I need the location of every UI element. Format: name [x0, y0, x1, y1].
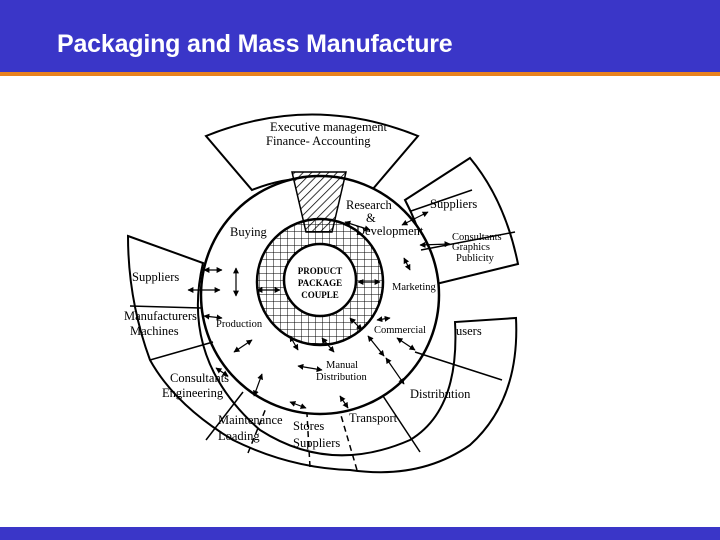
core-label-3: COUPLE: [301, 290, 339, 300]
label-maintenance: Maintenance: [218, 413, 283, 427]
label-research-1: Research: [346, 198, 393, 212]
label-manual-1: Manual: [326, 360, 358, 371]
label-buying: Buying: [230, 225, 268, 239]
label-transport: Transport: [349, 411, 398, 425]
flow-arrows: [187, 211, 451, 409]
label-research-2: &: [366, 211, 376, 225]
label-manual-2: Distribution: [316, 372, 368, 383]
label-consultants-eng-2: Engineering: [162, 386, 224, 400]
label-stores-suppliers: Suppliers: [293, 436, 340, 450]
title-bar: [0, 0, 720, 72]
label-consultants-graphics-2: Graphics: [452, 242, 490, 253]
label-machines: Machines: [130, 324, 179, 338]
label-stores: Stores: [293, 419, 324, 433]
core-label-1: PRODUCT: [298, 266, 343, 276]
outer-dividers: [129, 189, 516, 471]
label-consultants-graphics-1: Consultants: [452, 232, 502, 243]
label-distribution: Distribution: [410, 387, 471, 401]
label-consultants-graphics-3: Publicity: [456, 253, 495, 264]
core-inner: [282, 242, 358, 318]
label-manufacturers: Manufacturers: [124, 309, 197, 323]
label-executive-2: Finance- Accounting: [266, 134, 371, 148]
label-marketing: Marketing: [392, 282, 436, 293]
label-users: users: [456, 324, 482, 338]
label-executive-1: Executive management: [270, 120, 387, 134]
label-commercial: Commercial: [374, 325, 426, 336]
label-production: Production: [216, 319, 263, 330]
label-loading: Loading: [218, 429, 260, 443]
footer-bar: [0, 527, 720, 540]
label-consultants-eng-1: Consultants: [170, 371, 229, 385]
core-label-2: PACKAGE: [298, 278, 342, 288]
label-suppliers-top: Suppliers: [430, 197, 477, 211]
slide-title: Packaging and Mass Manufacture: [57, 30, 453, 58]
label-suppliers-left: Suppliers: [132, 270, 179, 284]
label-research-3: Development: [356, 224, 424, 238]
title-underline: [0, 72, 720, 76]
big-outer-segment: [126, 234, 518, 474]
